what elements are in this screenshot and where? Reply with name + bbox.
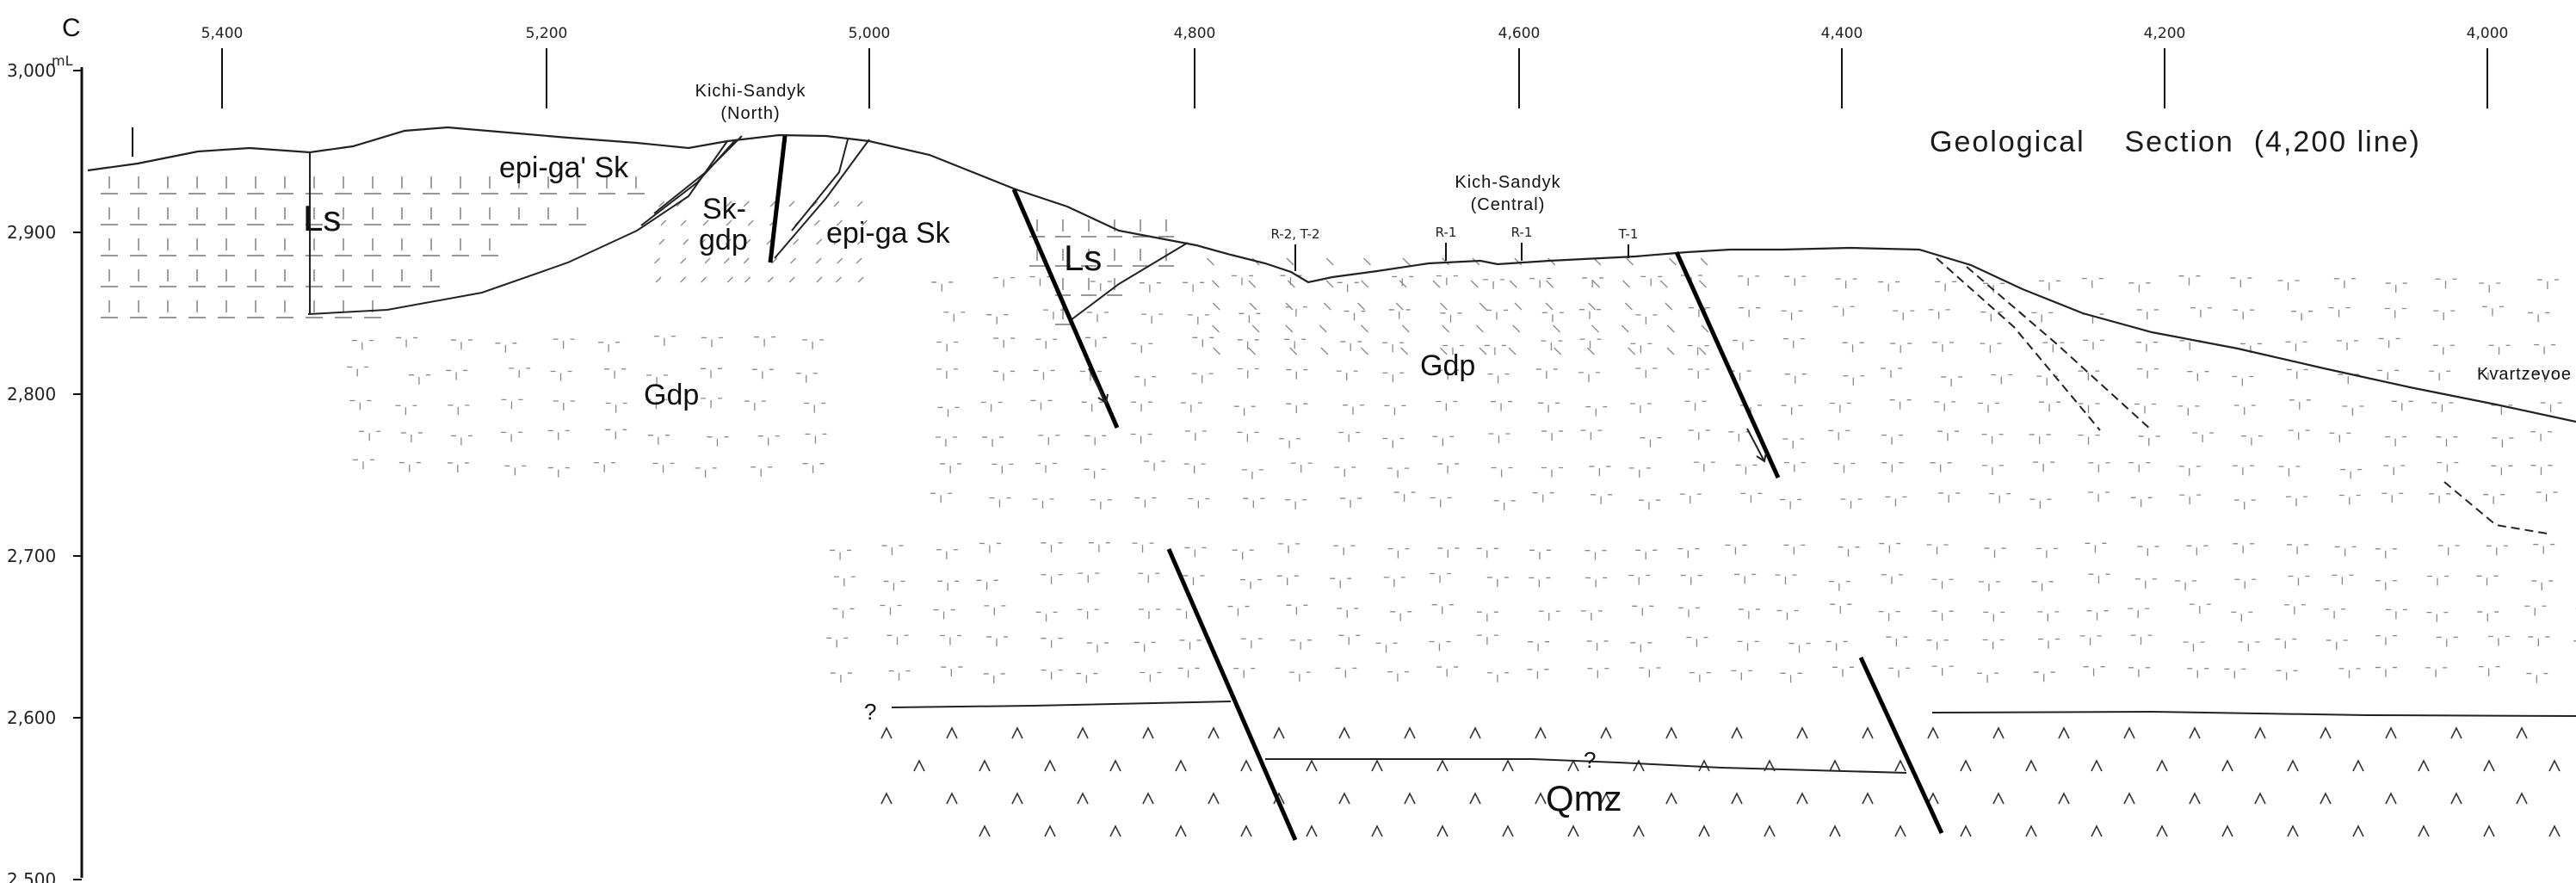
locality-north-sub: (North) — [720, 104, 780, 123]
marker-r1-a: R-1 — [1436, 225, 1457, 240]
y-axis-unit: mL — [52, 52, 73, 69]
unit-label-sk-gdp-top: Sk- — [702, 193, 746, 225]
unit-label-ls-east: Ls — [1064, 238, 1102, 278]
unit-label-sk-gdp-bottom: gdp — [699, 224, 748, 256]
topographic-surface — [87, 126, 2576, 423]
ls-gdp-contact-west — [307, 140, 728, 315]
limestone-hatch-east — [1029, 219, 1174, 325]
skarn-pattern — [654, 201, 1709, 355]
locality-central-sub: (Central) — [1471, 195, 1546, 214]
surface-markers: R-2, T-2 R-1 R-1 T-1 — [1270, 225, 1638, 271]
y-tick-label: 2,700 — [7, 546, 56, 566]
x-tick-label: 4,000 — [2467, 25, 2509, 42]
quartz-monzonite-pattern — [880, 726, 2561, 837]
section-line-letter: C — [62, 14, 81, 42]
dashed-contact-east-2 — [1966, 266, 2153, 431]
x-tick-label: 5,400 — [201, 25, 244, 42]
qmz-upper-contact-central — [1265, 758, 1907, 774]
locality-east-name: Kvartzevoe — [2477, 365, 2572, 384]
y-tick-label: 2,900 — [7, 222, 56, 243]
dashed-contact-east-3 — [2443, 481, 2548, 534]
x-tick-label: 5,200 — [526, 25, 568, 42]
ls-east-lower-contact — [1070, 242, 1189, 321]
epi-ga-sk-contact — [774, 139, 870, 259]
unit-label-gdp-central: Gdp — [1420, 349, 1475, 382]
y-axis-ticks: 3,000 2,900 2,800 2,700 2,600 2,500 — [7, 60, 82, 883]
locality-central-name: Kich-Sandyk — [1455, 173, 1560, 192]
fault-central — [1674, 250, 1781, 479]
quartz-monzonite-carets — [880, 726, 2561, 837]
unit-label-ls-west: Ls — [303, 198, 341, 238]
unit-label-qmz: Qmz — [1546, 778, 1622, 818]
unit-label-gdp-west: Gdp — [644, 379, 699, 411]
sk-contact-inner-2 — [640, 139, 737, 226]
skarn-diagonal-strokes — [654, 201, 1709, 355]
unit-label-epi-ga-sk-north: epi-ga' Sk — [499, 151, 629, 184]
marker-r1-b: R-1 — [1511, 225, 1533, 240]
marker-t1: T-1 — [1618, 226, 1639, 242]
dashed-contact-east-1 — [1936, 257, 2101, 431]
x-tick-label: 4,600 — [1498, 25, 1541, 42]
uncertain-contact-mark-west: ? — [864, 699, 876, 725]
y-tick-label: 2,500 — [7, 869, 56, 883]
fault-north-1 — [768, 135, 788, 263]
locality-north-name: Kichi-Sandyk — [695, 82, 806, 101]
qmz-upper-contact-east — [1931, 710, 2576, 717]
limestone-hatch-west — [101, 176, 645, 318]
y-tick-label: 2,600 — [7, 707, 56, 728]
x-tick-label: 4,800 — [1174, 25, 1216, 42]
section-title: Geological Section (4,200 line) — [1930, 126, 2421, 158]
sk-contact-east — [791, 139, 849, 232]
qmz-upper-contact-west — [891, 701, 1232, 708]
fault-deep-west — [1166, 548, 1298, 841]
limestone-pattern — [101, 176, 1174, 325]
granodiorite-pattern — [347, 275, 2576, 683]
y-tick-label: 2,800 — [7, 384, 56, 404]
x-tick-label: 4,200 — [2144, 25, 2186, 42]
fault-deep-east — [1858, 656, 1944, 835]
granodiorite-dashes — [347, 275, 2576, 683]
x-tick-label: 4,400 — [1821, 25, 1863, 42]
unit-label-epi-ga-sk: epi-ga Sk — [826, 217, 951, 250]
faults — [768, 135, 1944, 841]
x-tick-label: 5,000 — [849, 25, 891, 42]
marker-r2-t2: R-2, T-2 — [1270, 226, 1319, 242]
uncertain-contact-mark-central: ? — [1584, 747, 1596, 773]
y-tick-label: 3,000 — [7, 60, 56, 81]
fault-arrow-2 — [1746, 428, 1767, 463]
fault-west-central — [1011, 188, 1120, 429]
x-axis-ticks: 5,400 5,200 5,000 4,800 4,600 4,400 4,200 4,000 — [201, 25, 2509, 108]
fault-arrow-1 — [1088, 367, 1109, 404]
